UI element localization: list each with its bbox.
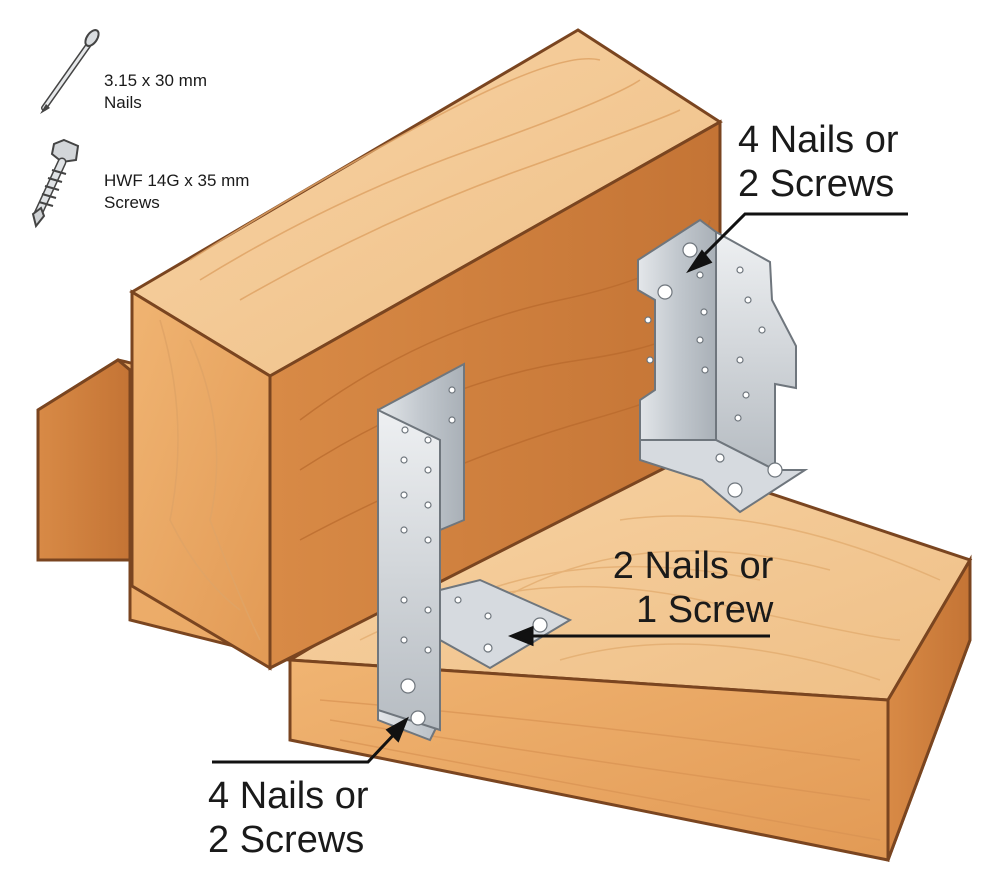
callout-top-right: 4 Nails or 2 Screws (738, 118, 899, 206)
nail-legend-size: 3.15 x 30 mm (104, 71, 207, 90)
callout-middle-line2: 1 Screw (636, 589, 774, 631)
callout-top-right-line2: 2 Screws (738, 163, 895, 205)
callout-bottom-left-line1: 4 Nails or (208, 775, 369, 817)
callout-leader-middle (507, 625, 770, 647)
joist-hanger-bracket-front (377, 362, 573, 742)
screw-legend-label: HWF 14G x 35 mm Screws (104, 170, 249, 214)
joist-hanger-bracket-icon (637, 218, 809, 514)
screw-legend-type: Screws (104, 193, 160, 212)
callout-bottom-left-line2: 2 Screws (208, 819, 365, 861)
callout-middle: 2 Nails or 1 Screw (608, 544, 774, 632)
callout-middle-line1: 2 Nails or (612, 545, 774, 587)
nail-legend-type: Nails (104, 93, 142, 112)
callout-top-right-line1: 4 Nails or (738, 119, 899, 161)
callout-leader-bottom-left (212, 716, 409, 764)
screw-icon (31, 138, 80, 229)
screw-legend-size: HWF 14G x 35 mm (104, 171, 250, 190)
callout-bottom-left: 4 Nails or 2 Screws (208, 774, 369, 862)
nail-icon (40, 29, 100, 114)
nail-legend-label: 3.15 x 30 mm Nails (104, 70, 207, 114)
callout-leader-top-right (686, 212, 908, 274)
